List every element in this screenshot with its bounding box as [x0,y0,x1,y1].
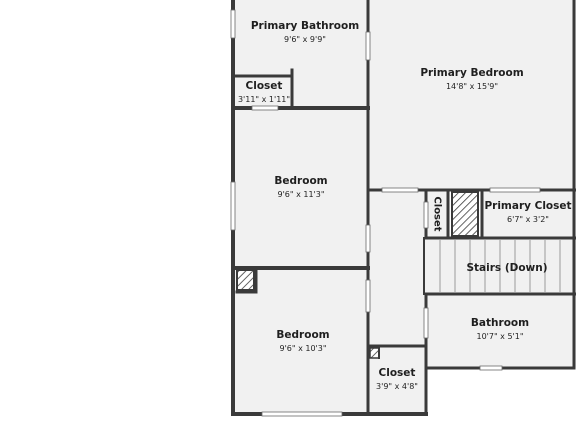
closet-vertical-floor [426,190,448,238]
primary-bedroom-label: Primary Bedroom [420,67,524,79]
primary-bathroom-floor [234,0,368,108]
closet-1-dims: 3'11" x 1'11" [237,95,291,104]
bedroom-1-dims: 9'6" x 11'3" [277,190,325,199]
bedroom-2-dims: 9'6" x 10'3" [279,344,327,353]
primary-bathroom-label: Primary Bathroom [250,20,360,32]
door-bathroom [423,307,429,339]
closet-vertical-label: Closet [431,196,443,232]
door-primary-bedroom [381,187,419,193]
hall-floor [368,190,426,346]
bedroom-1-floor [234,108,368,268]
stairs-floor [426,238,576,294]
hatched-chase-2 [236,269,255,291]
primary-bedroom-dims: 14'8" x 15'9" [445,82,499,91]
door-closet-vertical [423,201,429,229]
door-closet-1 [251,105,279,111]
bathroom-floor [426,294,576,368]
primary-closet-floor [482,190,576,238]
bedroom-2-label: Bedroom [276,329,330,341]
door-primary-closet [489,187,541,193]
primary-bedroom-floor [368,0,576,190]
window-bedroom-2-bottom [261,411,343,417]
window-bathroom-bottom [479,365,503,371]
hatched-chase-1 [451,191,479,237]
hatched-chase-3 [369,347,380,359]
door-bedroom-1 [365,224,371,253]
windows [230,9,541,417]
bathroom-dims: 10'7" x 5'1" [476,332,524,341]
stair-treads [439,240,561,292]
window-primary-bath [230,9,236,39]
closet-2-dims: 3'9" x 4'8" [376,382,418,391]
room-floors [234,0,576,414]
bathroom-label: Bathroom [470,317,530,329]
bedroom-1-label: Bedroom [274,175,328,187]
closet-1-label: Closet [245,80,283,92]
door-primary-bath [365,31,371,61]
primary-closet-dims: 6'7" x 3'2" [507,215,549,224]
primary-bathroom-dims: 9'6" x 9'9" [284,35,326,44]
primary-closet-label: Primary Closet [484,200,572,212]
stairs-label: Stairs (Down) [466,262,548,274]
closet-2-label: Closet [378,367,416,379]
door-bedroom-2 [365,279,371,313]
window-bedroom-1 [230,181,236,231]
